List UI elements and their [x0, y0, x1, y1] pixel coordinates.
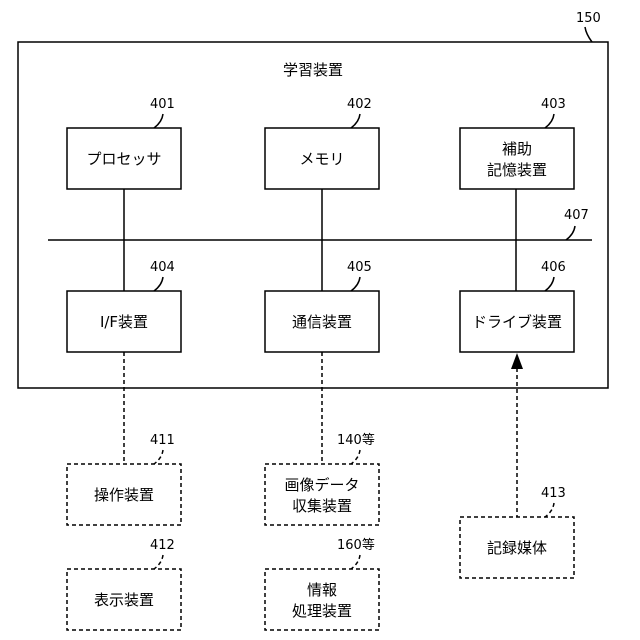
ref-leader-150	[585, 27, 592, 42]
ref-label-411: 411	[150, 433, 175, 448]
recording-medium-label: 記録媒体	[487, 539, 547, 557]
info-processor-block: 情報 処理装置 160等	[265, 537, 379, 630]
learning-device-title: 学習装置	[283, 61, 343, 79]
ref-leader-160	[351, 555, 360, 569]
aux-storage-label-line2: 記憶装置	[487, 161, 547, 179]
aux-storage-label-line1: 補助	[502, 140, 532, 158]
ref-label-401: 401	[150, 97, 175, 112]
ref-label-406: 406	[541, 260, 566, 275]
image-collector-label-line1: 画像データ	[284, 476, 359, 494]
display-device-label: 表示装置	[94, 591, 154, 609]
ref-label-402: 402	[347, 97, 372, 112]
drive-device-label: ドライブ装置	[472, 313, 562, 331]
ref-label-150: 150	[576, 11, 601, 26]
if-device-label: I/F装置	[100, 313, 148, 331]
info-processor-label-line2: 処理装置	[292, 602, 352, 620]
processor-label: プロセッサ	[86, 150, 161, 168]
ref-label-405: 405	[347, 260, 372, 275]
operation-device-label: 操作装置	[94, 486, 154, 504]
ref-label-407: 407	[564, 208, 589, 223]
ref-label-412: 412	[150, 538, 175, 553]
recording-medium-block: 記録媒体 413	[460, 486, 574, 578]
comm-device-label: 通信装置	[292, 313, 352, 331]
info-processor-label-line1: 情報	[307, 581, 337, 599]
ref-label-413: 413	[541, 486, 566, 501]
image-collector-label-line2: 収集装置	[292, 497, 352, 515]
ref-label-140: 140等	[337, 432, 375, 448]
memory-label: メモリ	[299, 150, 344, 168]
ref-leader-413	[545, 503, 554, 517]
ref-label-404: 404	[150, 260, 175, 275]
display-device-block: 表示装置 412	[67, 538, 181, 630]
ref-label-403: 403	[541, 97, 566, 112]
ref-leader-140	[351, 450, 360, 464]
ref-label-160: 160等	[337, 537, 375, 553]
ref-leader-411	[154, 450, 163, 464]
ref-leader-412	[154, 555, 163, 569]
